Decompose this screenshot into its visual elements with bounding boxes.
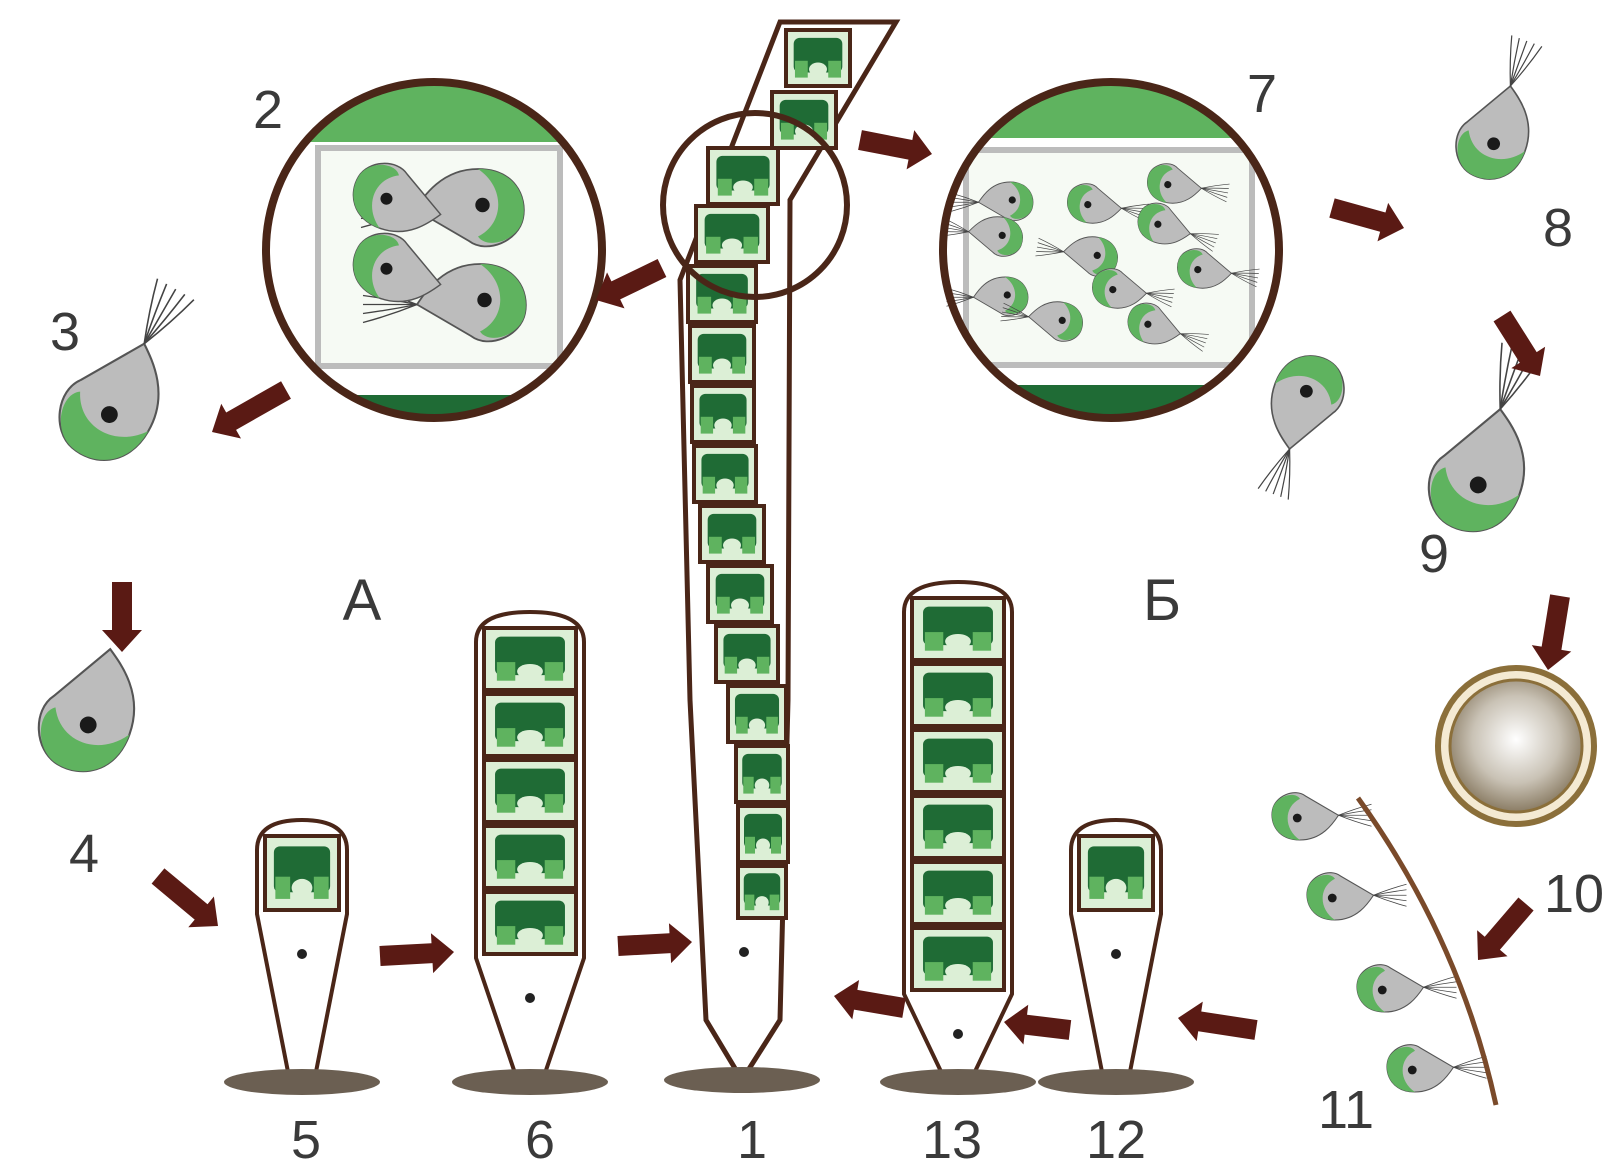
gamete-8a: [1446, 30, 1560, 190]
gamete-8b: [1239, 346, 1353, 506]
zoom-circle-2: [266, 82, 606, 435]
label-sexual-B: Б: [1143, 568, 1181, 633]
nucleus: [297, 949, 307, 959]
young-cell: [1079, 836, 1153, 910]
zygote-9: [1416, 335, 1566, 544]
zoom-circle-7: [939, 82, 1279, 445]
young-cell: [484, 694, 576, 756]
label-3: 3: [50, 302, 80, 362]
filament-cell: [696, 206, 768, 262]
young-cell: [912, 730, 1004, 792]
label-6: 6: [525, 1110, 555, 1165]
spore-11c: [1357, 965, 1457, 1012]
filament-cell: [692, 386, 754, 442]
zoospore-4: [26, 634, 154, 784]
arrow-6-to-1: [617, 922, 693, 966]
arrow-13-to-1: [831, 976, 908, 1027]
nucleus: [1111, 949, 1121, 959]
young-cell: [912, 796, 1004, 858]
zygote-10: [1438, 668, 1594, 824]
label-12: 12: [1086, 1110, 1146, 1165]
soil: [452, 1069, 608, 1095]
filament-cell: [738, 866, 786, 918]
label-8: 8: [1543, 198, 1573, 258]
young-cell: [912, 862, 1004, 924]
arrow-9-to-10: [1528, 593, 1579, 673]
germling-5: [224, 820, 380, 1095]
spore-11b: [1307, 873, 1407, 920]
arrow-5-to-6: [379, 932, 455, 976]
soil: [224, 1069, 380, 1095]
arrow-7-to-8: [1327, 189, 1410, 248]
label-7: 7: [1247, 64, 1277, 124]
arrow-10-to-11: [1463, 891, 1541, 973]
arrow-4-to-5: [145, 861, 231, 942]
young-cell: [912, 664, 1004, 726]
filament-cell: [708, 148, 778, 204]
filament-cell: [738, 806, 788, 862]
label-1: 1: [737, 1110, 767, 1165]
label-11: 11: [1318, 1080, 1374, 1140]
arrow-11-to-12: [1175, 998, 1259, 1050]
filament-cell: [728, 686, 786, 742]
young-cell: [484, 628, 576, 690]
label-4: 4: [69, 824, 99, 884]
arrow-3-to-4: [102, 582, 142, 652]
filament-cell: [700, 506, 764, 562]
nucleus: [953, 1029, 963, 1039]
nucleus: [525, 993, 535, 1003]
filament-cell: [690, 326, 754, 382]
arrow-2-to-3: [202, 373, 296, 450]
filament-cell: [786, 30, 850, 86]
arrow-1-to-7: [856, 120, 936, 173]
filament-cell: [736, 746, 788, 802]
label-10: 10: [1544, 864, 1604, 924]
soil: [1038, 1069, 1194, 1095]
young-cell: [912, 928, 1004, 990]
filament-6: [452, 612, 608, 1095]
spore-11d: [1387, 1045, 1487, 1092]
soil: [880, 1069, 1036, 1095]
label-5: 5: [291, 1110, 321, 1165]
germling-12: [1038, 820, 1194, 1095]
zoospore-3: [43, 268, 216, 478]
soil-1: [664, 1067, 820, 1093]
arrow-12-to-13: [1002, 1002, 1073, 1050]
filament-cell: [694, 446, 756, 502]
basal-cell-nucleus: [739, 947, 749, 957]
young-cell: [912, 598, 1004, 660]
young-cell: [265, 836, 339, 910]
label-asexual-A: А: [343, 568, 382, 633]
label-13: 13: [922, 1110, 982, 1165]
young-cell: [484, 760, 576, 822]
young-cell: [484, 892, 576, 954]
filament-cell: [708, 566, 772, 622]
young-cell: [484, 826, 576, 888]
label-2: 2: [253, 80, 283, 140]
label-9: 9: [1419, 524, 1449, 584]
filament-cell: [716, 626, 778, 682]
